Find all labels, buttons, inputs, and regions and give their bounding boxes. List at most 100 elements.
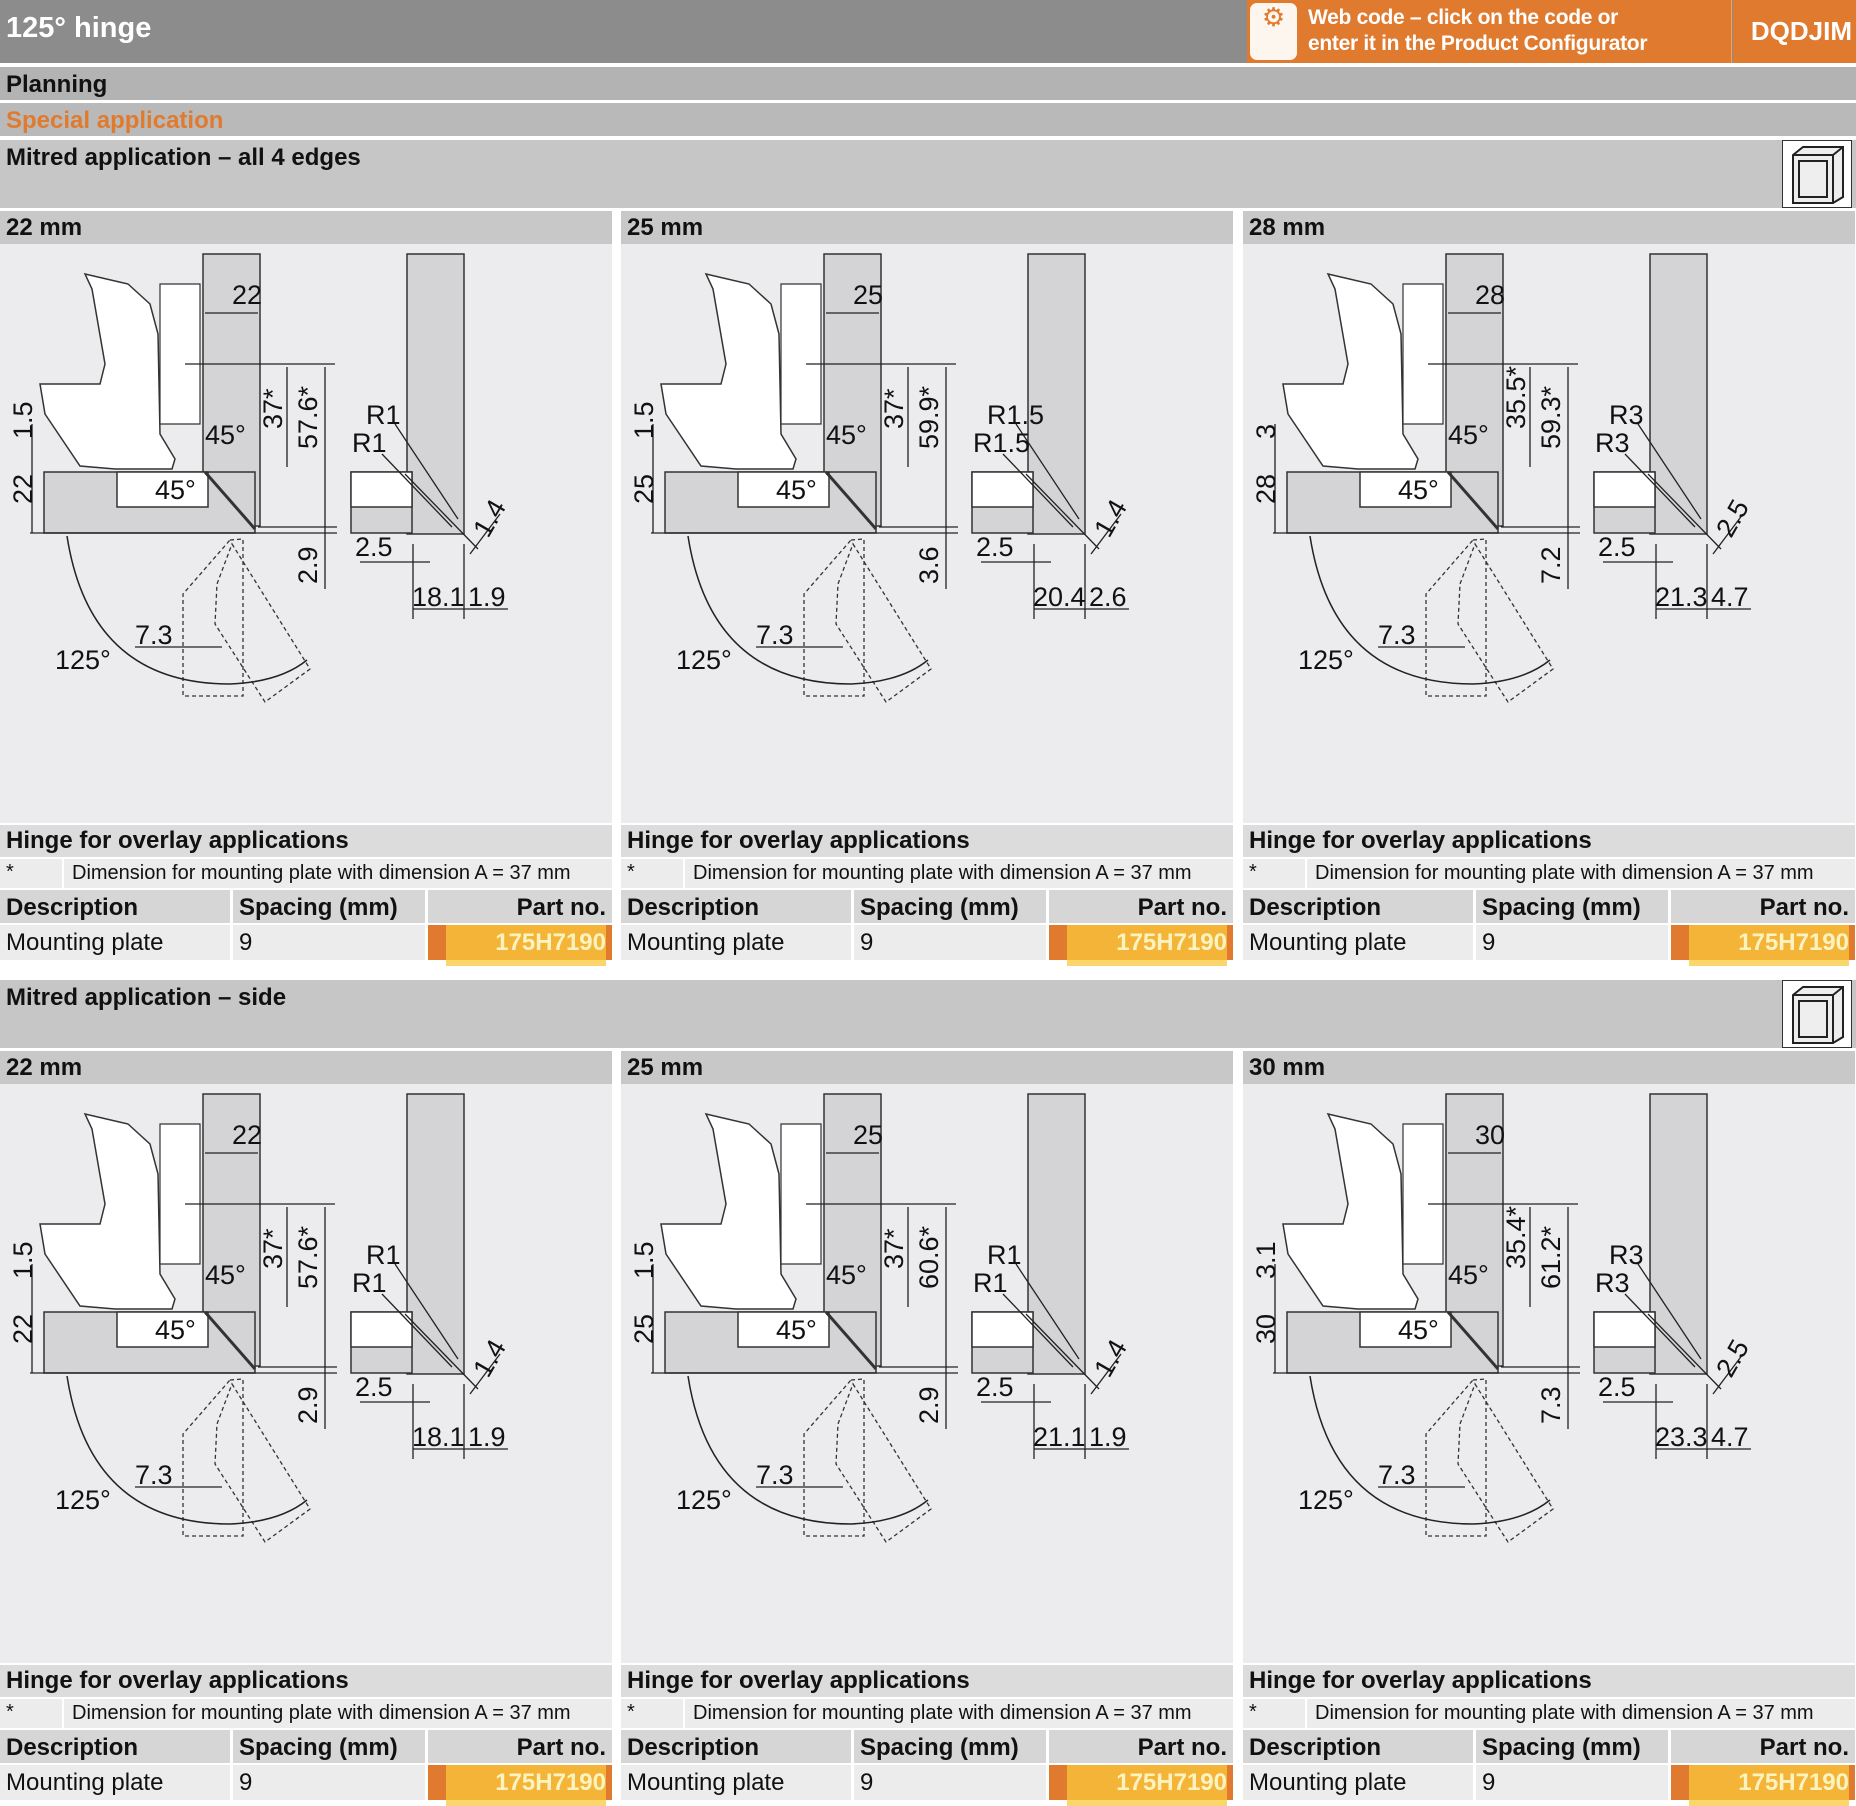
dimension-label-d2: 60.6*	[914, 1225, 944, 1289]
dimension-label-o: 7.3	[756, 620, 794, 650]
hinge-arm	[39, 272, 176, 470]
dimension-label-a1: 45°	[826, 420, 867, 450]
mitre-edge	[1446, 1311, 1500, 1370]
mitre-edge	[824, 1311, 878, 1370]
footnote: *Dimension for mounting plate with dimen…	[0, 1699, 612, 1728]
hinge-cup	[116, 1311, 209, 1348]
dimension-label-w: 28	[1475, 280, 1505, 310]
cell-spacing: 9	[230, 925, 425, 960]
hinge-arm	[1282, 1112, 1419, 1310]
part-number-link[interactable]: 175H7190	[1046, 1765, 1233, 1806]
dimension-label-d3: 7.3	[1536, 1386, 1566, 1424]
opening-angle-arc	[1309, 1375, 1551, 1525]
footnote-text: Dimension for mounting plate with dimens…	[1305, 859, 1814, 888]
mitre-edge	[824, 471, 878, 530]
web-code-icon-box[interactable]: ⚙	[1247, 0, 1300, 63]
hinge-cup	[737, 1311, 830, 1348]
panel-thickness: 25 mm	[621, 1051, 1233, 1084]
dimension-label-s1: 2.5	[1598, 1372, 1636, 1402]
col-description: Description	[627, 894, 760, 921]
web-code-link[interactable]: DQDJIM	[1733, 0, 1856, 63]
dimension-lines	[30, 1152, 337, 1488]
opening-angle-arc	[66, 1375, 308, 1525]
section-title: Mitred application – all 4 edges	[6, 144, 361, 171]
dimension-label-s1: 2.5	[976, 532, 1014, 562]
footnote: *Dimension for mounting plate with dimen…	[0, 859, 612, 888]
part-number[interactable]: 175H7190	[1738, 1769, 1849, 1796]
dimension-label-a2: 45°	[1398, 1315, 1439, 1345]
footnote-text: Dimension for mounting plate with dimens…	[683, 859, 1192, 888]
dimension-label-ang: 125°	[1298, 1485, 1354, 1515]
part-number[interactable]: 175H7190	[1116, 929, 1227, 956]
detail-dimension-lines	[360, 1263, 508, 1459]
dimension-label-d1: 37*	[258, 1228, 288, 1269]
col-part-no: Part no.	[1668, 890, 1855, 923]
part-number-link[interactable]: 175H7190	[1668, 925, 1855, 966]
dimension-label-d1: 35.4*	[1501, 1205, 1531, 1269]
mitre-edge	[203, 471, 257, 530]
page-header: 125° hinge ⚙ Web code – click on the cod…	[0, 0, 1856, 63]
part-number-link[interactable]: 175H7190	[1046, 925, 1233, 966]
detail-door-panel	[1027, 253, 1086, 535]
hinge-label: Hinge for overlay applications	[0, 1665, 612, 1697]
footnote: *Dimension for mounting plate with dimen…	[1243, 1699, 1855, 1728]
cell-description: Mounting plate	[6, 1769, 164, 1796]
dimension-label-r1: R1	[987, 1240, 1022, 1270]
hinge-label: Hinge for overlay applications	[0, 825, 612, 857]
dimension-label-d3: 3.6	[914, 546, 944, 584]
dimension-label-ang: 125°	[676, 1485, 732, 1515]
dimension-label-s4: 1.4	[1088, 494, 1133, 542]
col-part-no: Part no.	[1668, 1730, 1855, 1763]
col-spacing: Spacing (mm)	[851, 1730, 1046, 1763]
open-door-outline	[835, 542, 932, 703]
part-number[interactable]: 175H7190	[1116, 1769, 1227, 1796]
dimension-label-a1: 45°	[1448, 420, 1489, 450]
dimension-label-d1: 37*	[258, 388, 288, 429]
cell-description: Mounting plate	[627, 1769, 785, 1796]
dimension-label-ang: 125°	[55, 1485, 111, 1515]
dimension-label-s2: 21.1	[1033, 1422, 1086, 1452]
dimension-label-a2: 45°	[776, 1315, 817, 1345]
dimension-label-d1: 37*	[879, 388, 909, 429]
dimension-label-d3: 7.2	[1536, 546, 1566, 584]
dimension-label-o: 7.3	[1378, 620, 1416, 650]
dimension-label-s4: 1.4	[467, 494, 512, 542]
gears-icon: ⚙	[1250, 3, 1297, 60]
detail-dimension-lines	[981, 423, 1129, 619]
hinge-arm	[660, 1112, 797, 1310]
dimension-label-s4: 2.5	[1710, 494, 1755, 542]
part-number[interactable]: 175H7190	[495, 929, 606, 956]
part-number[interactable]: 175H7190	[495, 1769, 606, 1796]
part-number-link[interactable]: 175H7190	[1668, 1765, 1855, 1806]
dimension-label-o: 7.3	[756, 1460, 794, 1490]
col-description: Description	[6, 1734, 139, 1761]
mounting-plate	[780, 283, 822, 425]
dimension-label-r1: R3	[1609, 400, 1644, 430]
web-code-hint-line2: enter it in the Product Configurator	[1308, 32, 1648, 55]
panel-thickness: 30 mm	[1243, 1051, 1855, 1084]
dimension-label-a2: 45°	[155, 475, 196, 505]
part-number-link[interactable]: 175H7190	[425, 925, 612, 966]
opening-angle-arc	[1309, 535, 1551, 685]
col-description: Description	[1249, 1734, 1382, 1761]
mitre-edge	[203, 1311, 257, 1370]
dimension-label-a2: 45°	[1398, 475, 1439, 505]
dimension-label-s3: 2.6	[1089, 582, 1127, 612]
dimension-label-d2: 57.6*	[293, 385, 323, 449]
detail-dimension-lines	[1603, 1263, 1751, 1459]
dimension-label-r1: R1	[366, 400, 401, 430]
dimension-label-v1: 1.5	[8, 1241, 38, 1279]
part-number[interactable]: 175H7190	[1738, 929, 1849, 956]
hinge-arm	[39, 1112, 176, 1310]
part-number-link[interactable]: 175H7190	[425, 1765, 612, 1806]
